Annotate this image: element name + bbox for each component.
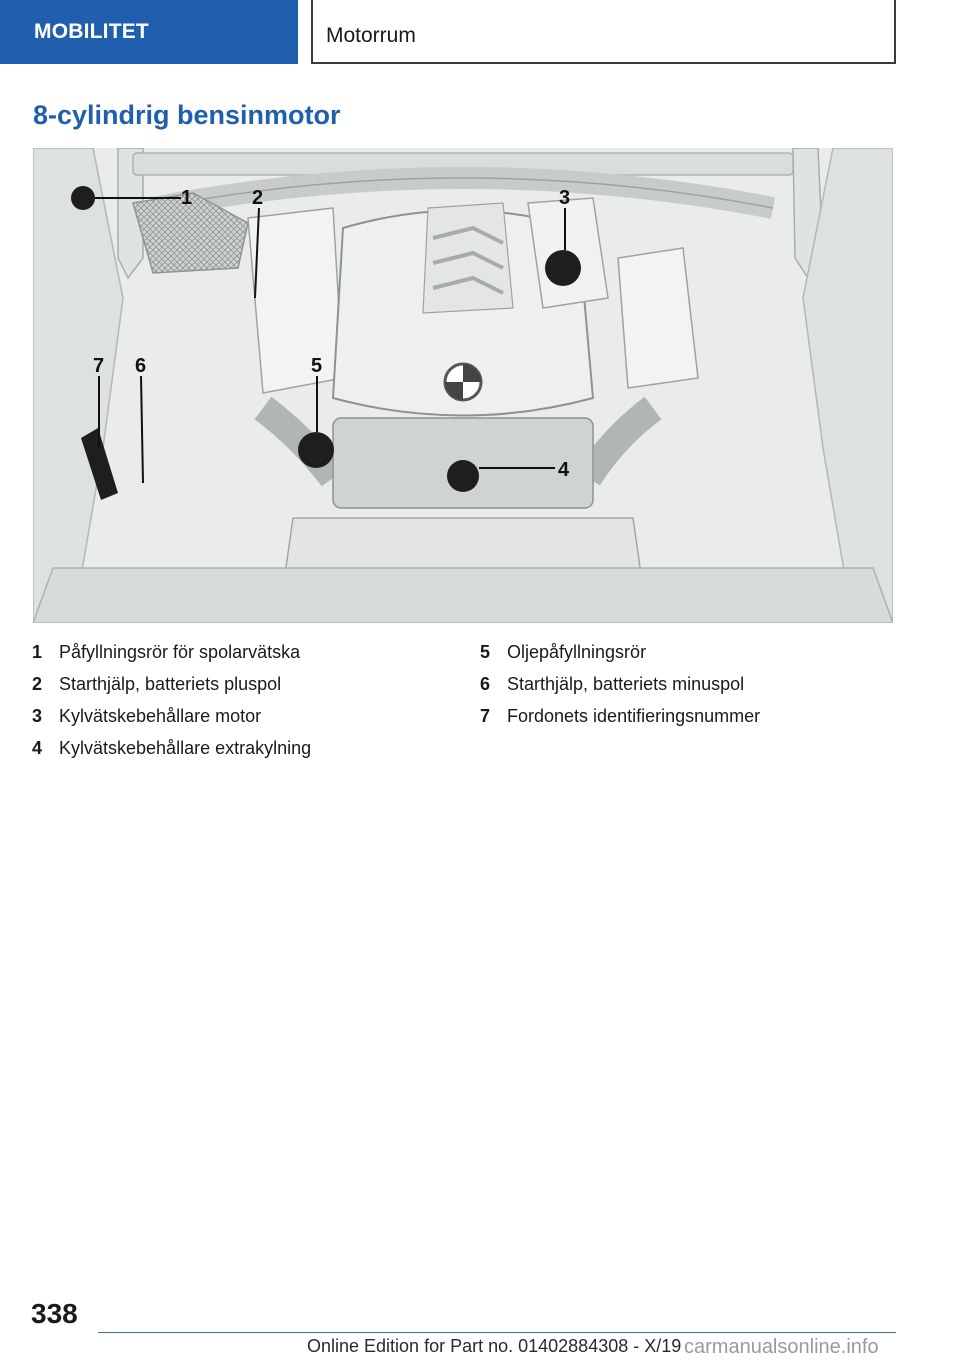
section-label: MOBILITET bbox=[34, 20, 149, 43]
legend-text: Kylvätskebehållare extrakylning bbox=[59, 738, 312, 758]
legend-item: 1 Påfyllningsrör för spolarvätska bbox=[32, 636, 311, 668]
legend-text: Starthjälp, batteriets pluspol bbox=[59, 674, 282, 694]
page-number: 338 bbox=[31, 1298, 78, 1329]
legend-text: Fordonets identifieringsnummer bbox=[507, 706, 761, 726]
legend-number: 1 bbox=[32, 642, 43, 662]
watermark: carmanualsonline.info bbox=[684, 1336, 879, 1358]
legend-item: 5 Oljepåfyllningsrör bbox=[480, 636, 760, 668]
legend-text: Oljepåfyllningsrör bbox=[507, 642, 647, 662]
section-tab: MOBILITET bbox=[0, 0, 298, 64]
callout-4: 4 bbox=[558, 459, 570, 481]
legend-item: 6 Starthjälp, batteriets minuspol bbox=[480, 668, 760, 700]
legend-number: 6 bbox=[480, 674, 491, 694]
legend-number: 3 bbox=[32, 706, 43, 726]
callout-6: 6 bbox=[135, 355, 146, 377]
legend-number: 7 bbox=[480, 706, 491, 726]
legend-number: 2 bbox=[32, 674, 43, 694]
engine-bay-drawing: 1 2 3 4 5 6 7 bbox=[33, 148, 893, 623]
legend-number: 5 bbox=[480, 642, 491, 662]
legend-item: 4 Kylvätskebehållare extrakylning bbox=[32, 732, 311, 764]
legend-number: 4 bbox=[32, 738, 43, 758]
legend-text: Starthjälp, batteriets minuspol bbox=[507, 674, 745, 694]
legend-item: 7 Fordonets identifieringsnummer bbox=[480, 700, 760, 732]
legend-item: 2 Starthjälp, batteriets pluspol bbox=[32, 668, 311, 700]
chapter-tab: Motorrum bbox=[311, 0, 896, 64]
callout-1: 1 bbox=[181, 187, 192, 209]
edition-text: Online Edition for Part no. 01402884308 … bbox=[307, 1336, 682, 1356]
legend-text: Påfyllningsrör för spolarvätska bbox=[59, 642, 301, 662]
callout-3: 3 bbox=[559, 187, 570, 209]
legend-left-column: 1 Påfyllningsrör för spolarvätska 2 Starth… bbox=[32, 636, 311, 764]
legend-right-column: 5 Oljepåfyllningsrör 6 Starthjälp, batteri… bbox=[480, 636, 760, 732]
callout-2: 2 bbox=[252, 187, 263, 209]
legend-text: Kylvätskebehållare motor bbox=[59, 706, 262, 726]
page-title: 8-cylindrig bensinmotor bbox=[33, 100, 341, 130]
callout-7: 7 bbox=[93, 355, 104, 377]
legend-item: 3 Kylvätskebehållare motor bbox=[32, 700, 311, 732]
engine-bay-illustration: 1 2 3 4 5 6 7 bbox=[33, 148, 893, 623]
callout-5: 5 bbox=[311, 355, 322, 377]
chapter-label: Motorrum bbox=[326, 24, 416, 47]
footer-divider bbox=[98, 1332, 896, 1333]
